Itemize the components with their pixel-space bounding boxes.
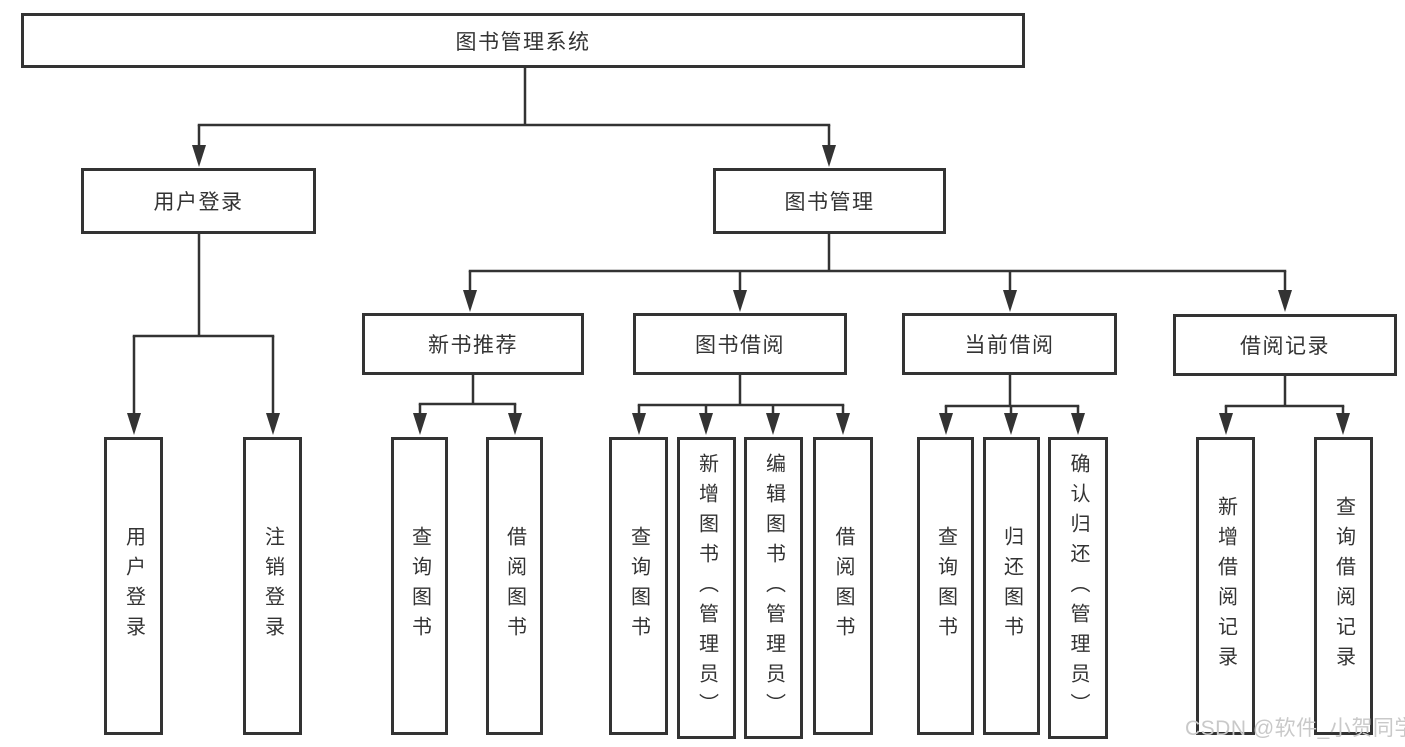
leaf-edit-book-admin-label: 编辑图书（管理员） [762, 453, 785, 723]
leaf-confirm-return-admin-label: 确认归还（管理员） [1067, 453, 1089, 723]
leaf-query-books-current-label: 查询图书 [934, 526, 957, 646]
leaf-query-borrow-record: 查询借阅记录 [1314, 437, 1373, 735]
leaf-edit-book-admin: 编辑图书（管理员） [744, 437, 803, 739]
leaf-query-borrow-record-label: 查询借阅记录 [1332, 496, 1355, 676]
node-new-book-recommend: 新书推荐 [362, 313, 584, 375]
leaf-return-book-label: 归还图书 [1000, 526, 1023, 646]
node-book-borrow: 图书借阅 [633, 313, 847, 375]
leaf-query-books-current: 查询图书 [917, 437, 974, 735]
leaf-add-borrow-record-label: 新增借阅记录 [1214, 496, 1237, 676]
leaf-user-login: 用户登录 [104, 437, 163, 735]
leaf-borrow-books-recommend-label: 借阅图书 [503, 526, 526, 646]
arrowheads [127, 145, 1350, 435]
leaf-add-book-admin-label: 新增图书（管理员） [695, 453, 718, 723]
node-borrow-record: 借阅记录 [1173, 314, 1397, 376]
leaf-user-login-label: 用户登录 [122, 526, 145, 646]
leaf-query-books-recommend: 查询图书 [391, 437, 448, 735]
csdn-watermark: CSDN @软件_小贺同学 [1185, 717, 1405, 740]
leaf-logout: 注销登录 [243, 437, 302, 735]
node-user-login: 用户登录 [81, 168, 316, 234]
leaf-query-books-recommend-label: 查询图书 [408, 526, 431, 646]
leaf-borrow-books-borrow-label: 借阅图书 [832, 526, 854, 646]
node-book-management: 图书管理 [713, 168, 946, 234]
leaf-query-books-borrow: 查询图书 [609, 437, 668, 735]
node-root-library-system: 图书管理系统 [21, 13, 1025, 68]
leaf-borrow-books-borrow: 借阅图书 [813, 437, 873, 735]
leaf-add-borrow-record: 新增借阅记录 [1196, 437, 1255, 735]
leaf-query-books-borrow-label: 查询图书 [627, 526, 650, 646]
node-current-borrow: 当前借阅 [902, 313, 1117, 375]
leaf-borrow-books-recommend: 借阅图书 [486, 437, 543, 735]
leaf-logout-label: 注销登录 [261, 526, 284, 646]
leaf-add-book-admin: 新增图书（管理员） [677, 437, 736, 739]
leaf-return-book: 归还图书 [983, 437, 1040, 735]
leaf-confirm-return-admin: 确认归还（管理员） [1048, 437, 1108, 739]
